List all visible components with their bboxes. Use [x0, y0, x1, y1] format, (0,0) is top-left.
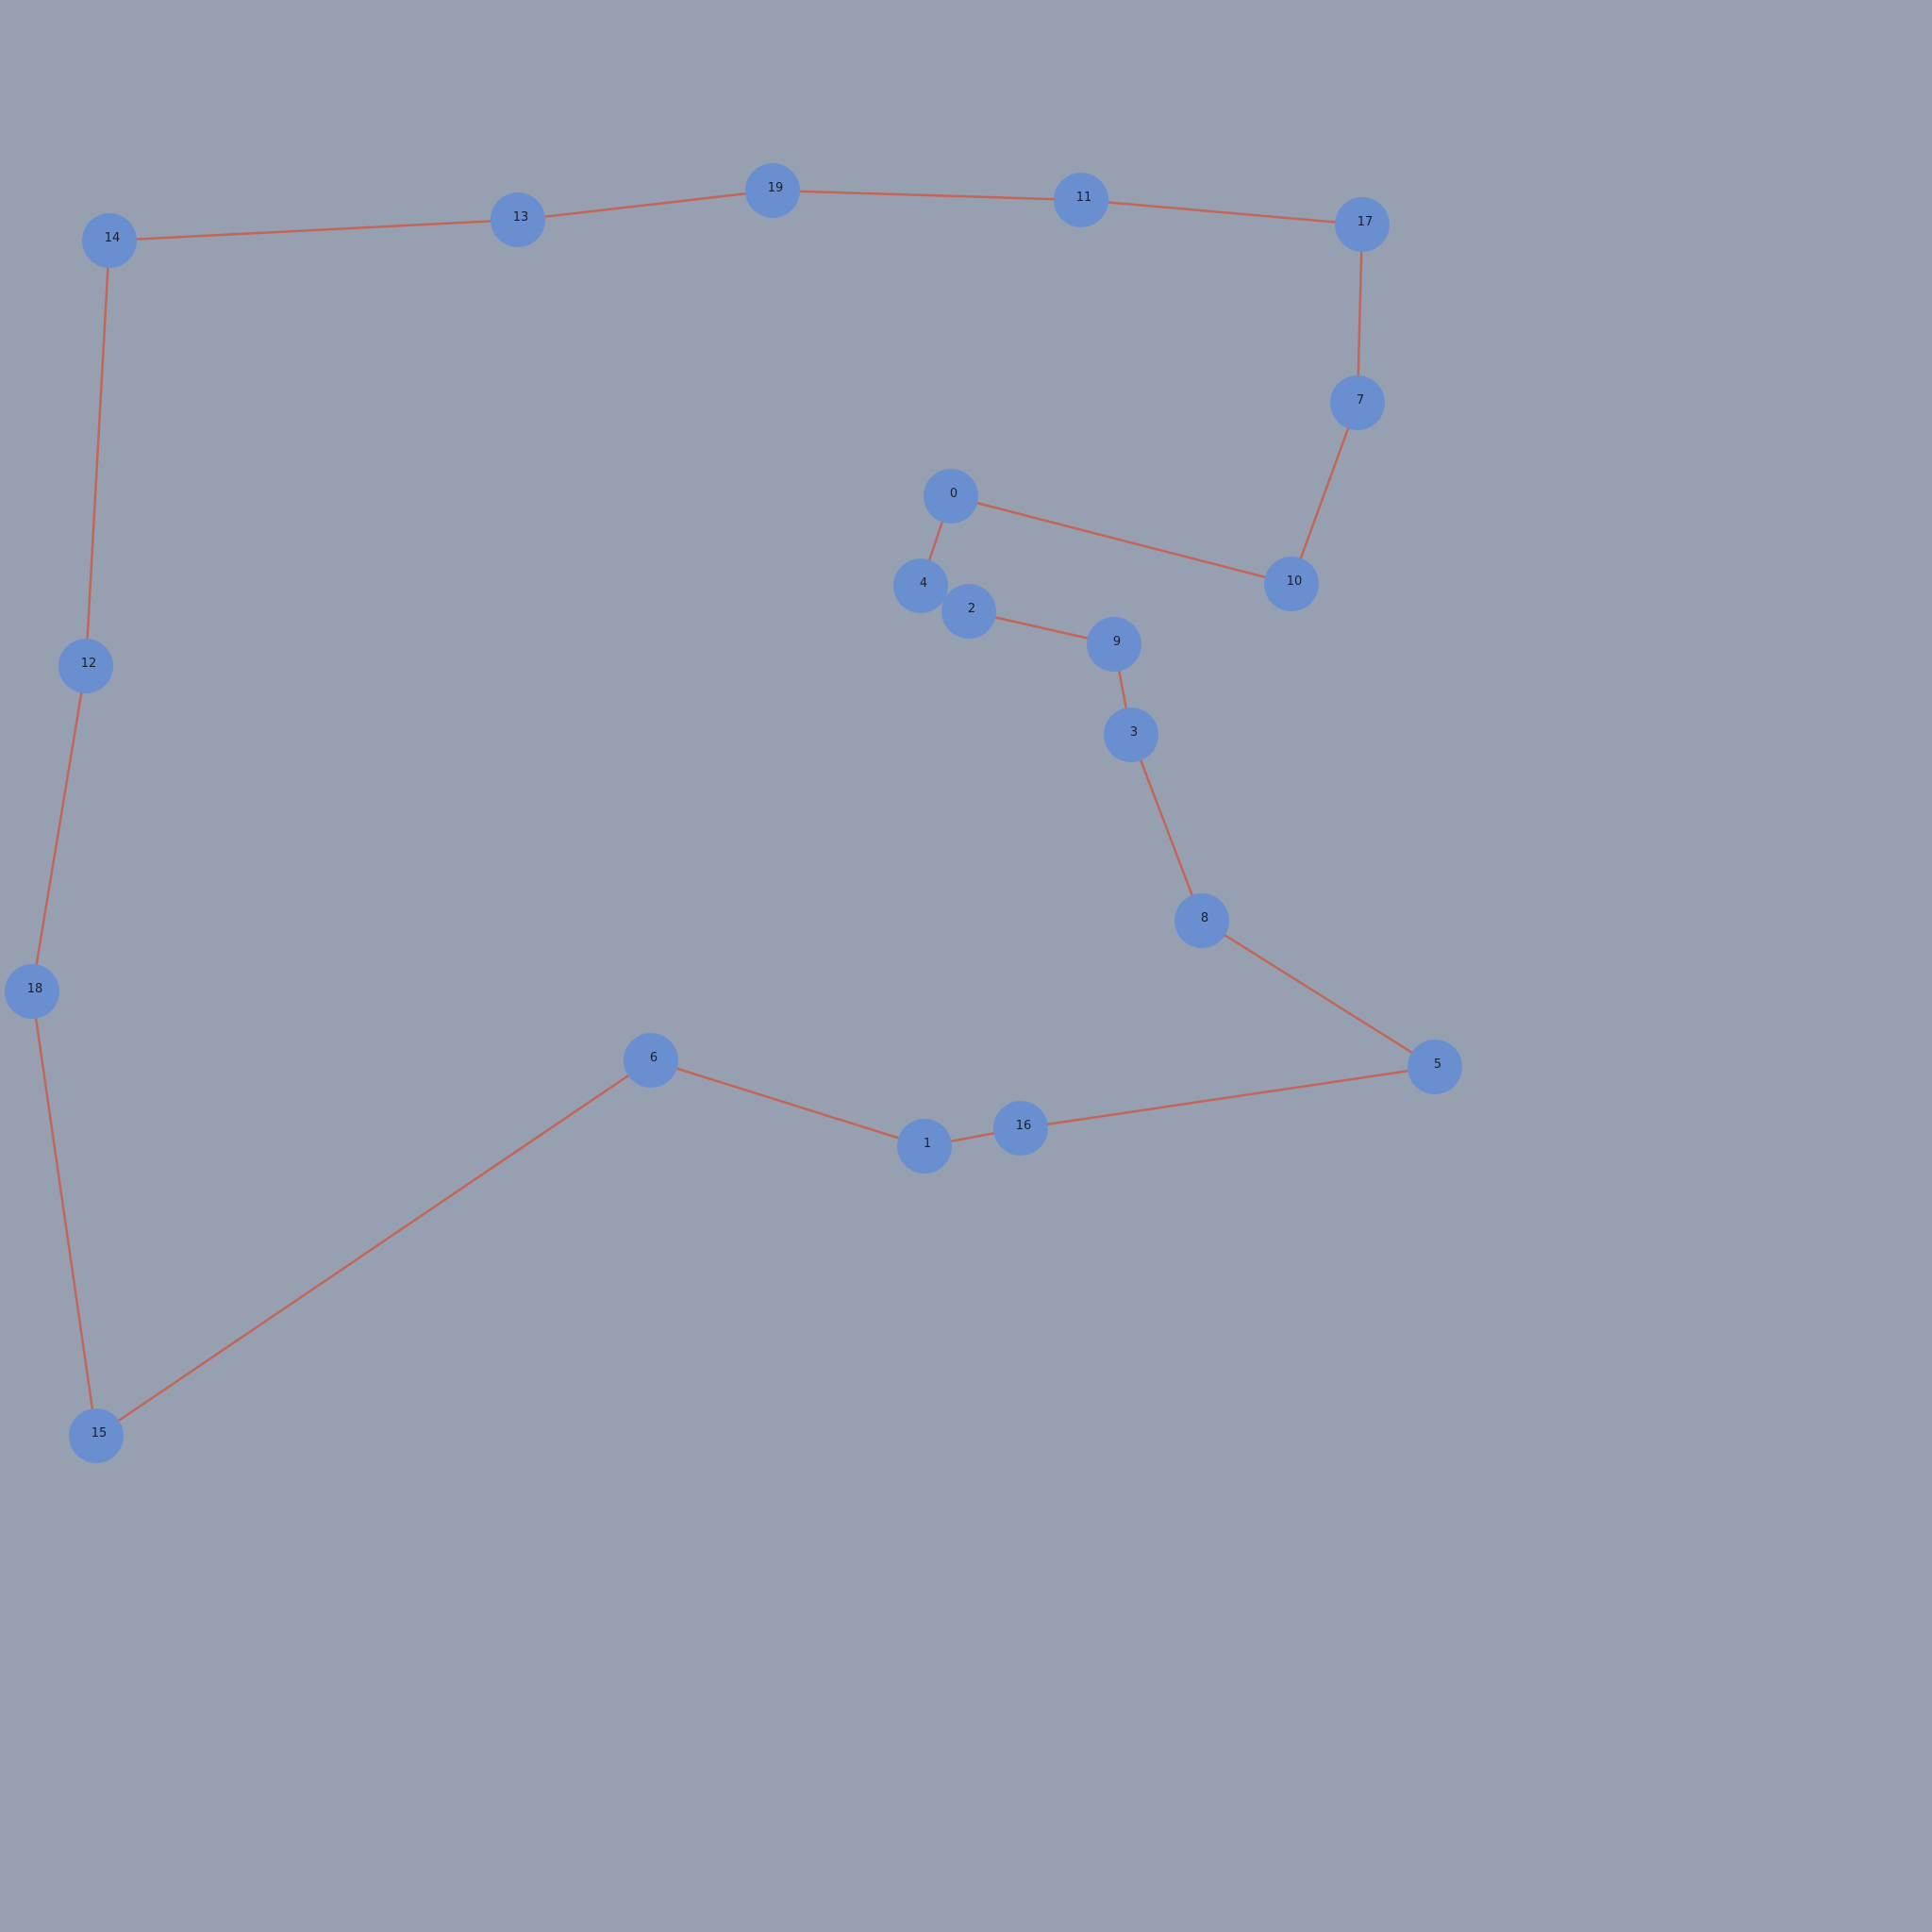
node-circle[interactable]	[1104, 708, 1158, 762]
node-14[interactable]: 14	[82, 213, 137, 268]
node-label: 2	[968, 602, 975, 616]
edge-6-15	[94, 1058, 653, 1438]
node-circle[interactable]	[924, 469, 978, 524]
node-13[interactable]: 13	[491, 192, 545, 247]
node-5[interactable]: 5	[1407, 1040, 1462, 1094]
edge-19-11	[771, 189, 1083, 202]
node-circle[interactable]	[491, 192, 545, 247]
edge-18-12	[30, 664, 88, 993]
node-label: 3	[1130, 725, 1138, 740]
node-8[interactable]: 8	[1174, 893, 1229, 948]
node-3[interactable]: 3	[1104, 708, 1158, 762]
edge-1-6	[649, 1058, 926, 1148]
node-circle[interactable]	[1054, 173, 1108, 227]
node-1[interactable]: 1	[897, 1119, 952, 1174]
node-label: 4	[920, 576, 927, 591]
node-15[interactable]: 15	[69, 1408, 124, 1463]
node-4[interactable]: 4	[893, 558, 948, 613]
node-label: 16	[1016, 1119, 1032, 1133]
node-label: 19	[768, 181, 784, 195]
edge-15-18	[30, 990, 98, 1438]
node-0[interactable]: 0	[924, 469, 978, 524]
node-label: 8	[1201, 911, 1208, 925]
node-circle[interactable]	[941, 584, 996, 639]
node-circle[interactable]	[893, 558, 948, 613]
node-16[interactable]: 16	[993, 1101, 1048, 1156]
edge-13-19	[516, 189, 774, 222]
edge-14-13	[108, 218, 520, 242]
node-circle[interactable]	[58, 639, 113, 693]
node-18[interactable]: 18	[5, 964, 59, 1019]
node-label: 17	[1357, 215, 1374, 229]
node-circle[interactable]	[69, 1408, 124, 1463]
node-12[interactable]: 12	[58, 639, 113, 693]
node-label: 11	[1076, 191, 1092, 205]
node-circle[interactable]	[1335, 197, 1390, 252]
node-2[interactable]: 2	[941, 584, 996, 639]
node-label: 7	[1357, 393, 1364, 408]
node-label: 15	[92, 1426, 108, 1441]
edge-10-0	[949, 494, 1293, 586]
node-circle[interactable]	[1087, 617, 1141, 672]
node-circle[interactable]	[82, 213, 137, 268]
node-label: 9	[1113, 635, 1121, 649]
node-circle[interactable]	[745, 163, 800, 218]
edge-12-14	[84, 239, 111, 668]
node-label: 14	[105, 231, 121, 245]
node-11[interactable]: 11	[1054, 173, 1108, 227]
node-circle[interactable]	[624, 1033, 678, 1088]
edge-5-16	[1019, 1065, 1437, 1130]
node-6[interactable]: 6	[624, 1033, 678, 1088]
edge-7-10	[1290, 401, 1359, 586]
node-circle[interactable]	[897, 1119, 952, 1174]
node-circle[interactable]	[5, 964, 59, 1019]
node-label: 1	[924, 1137, 931, 1151]
edge-8-5	[1200, 919, 1437, 1069]
node-9[interactable]: 9	[1087, 617, 1141, 672]
node-circle[interactable]	[1174, 893, 1229, 948]
node-circle[interactable]	[1407, 1040, 1462, 1094]
node-19[interactable]: 19	[745, 163, 800, 218]
node-circle[interactable]	[993, 1101, 1048, 1156]
node-label: 10	[1287, 575, 1303, 589]
edge-11-17	[1079, 198, 1364, 226]
node-label: 6	[650, 1051, 658, 1065]
node-10[interactable]: 10	[1264, 557, 1319, 611]
node-17[interactable]: 17	[1335, 197, 1390, 252]
edge-3-8	[1129, 733, 1204, 923]
node-label: 0	[950, 487, 958, 501]
node-label: 18	[27, 982, 43, 996]
node-label: 5	[1434, 1058, 1441, 1072]
node-circle[interactable]	[1330, 375, 1385, 430]
node-label: 13	[513, 210, 529, 225]
edges-layer	[30, 189, 1437, 1438]
node-7[interactable]: 7	[1330, 375, 1385, 430]
node-label: 12	[81, 657, 97, 671]
node-circle[interactable]	[1264, 557, 1319, 611]
edge-17-7	[1356, 223, 1364, 405]
